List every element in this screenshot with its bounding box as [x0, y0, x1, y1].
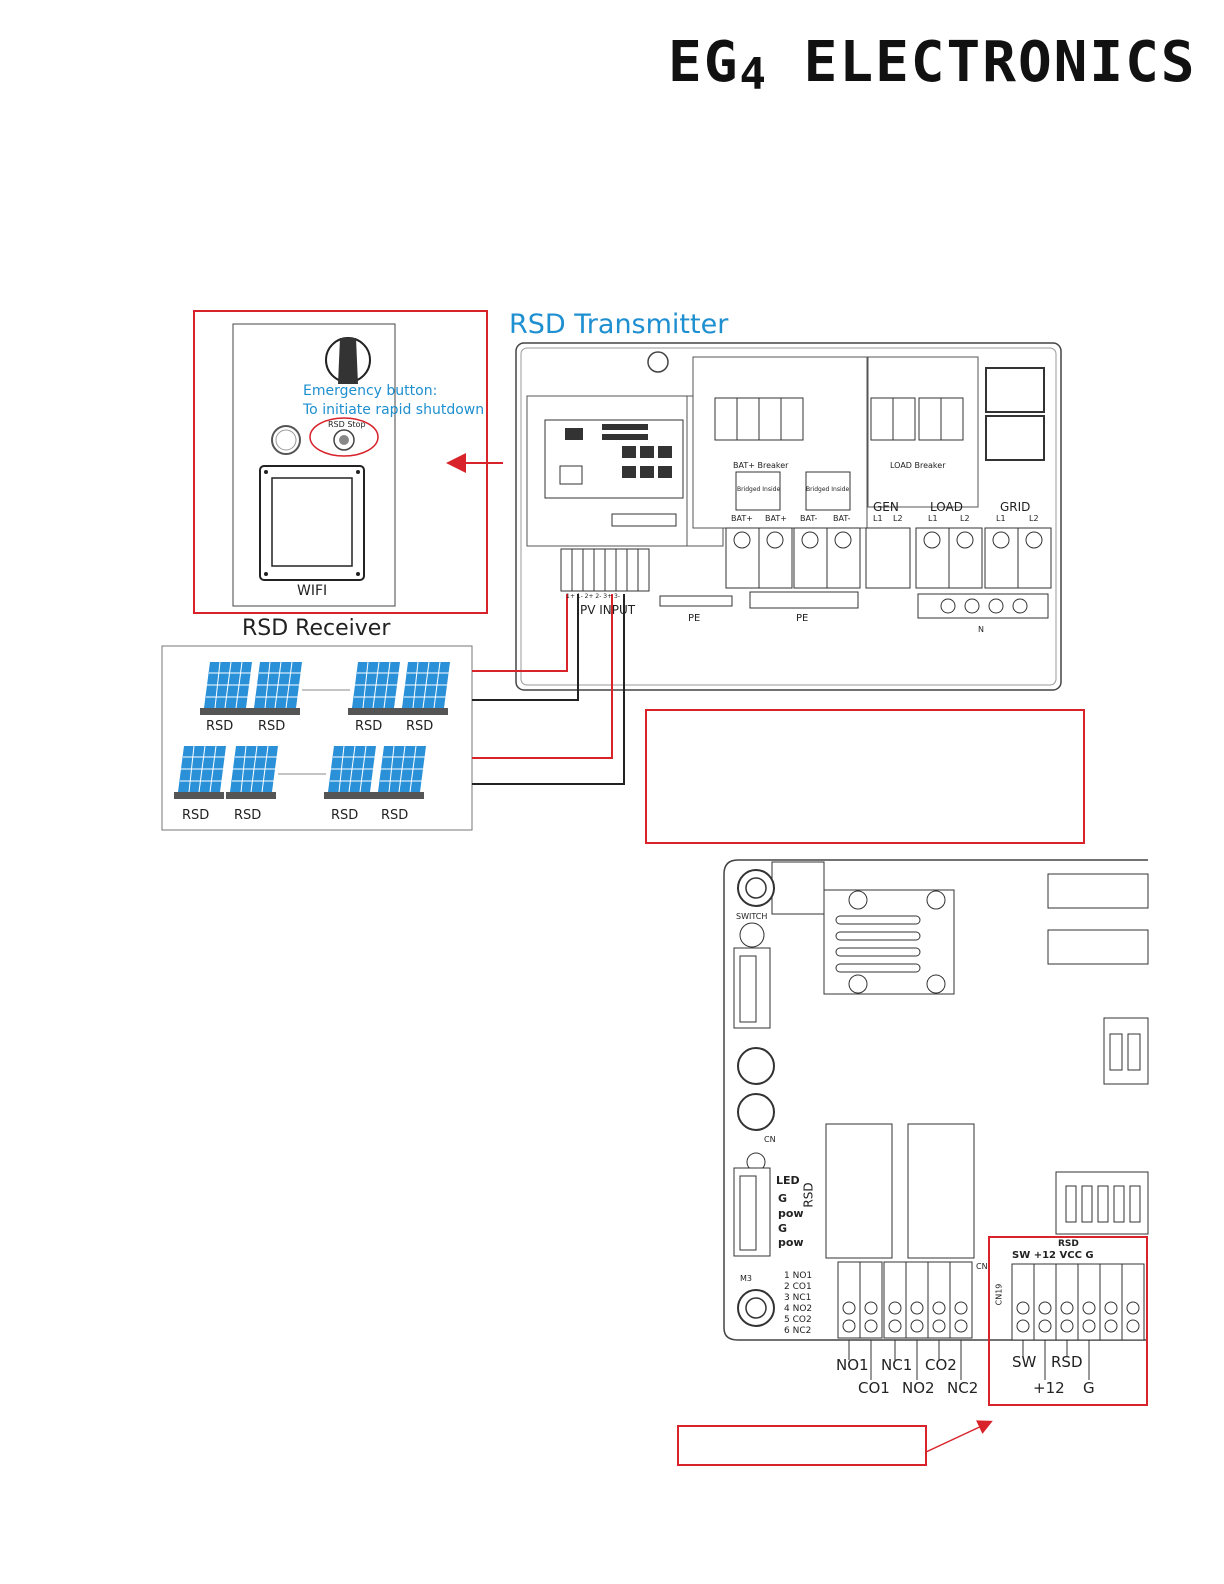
term-co1: CO1	[858, 1379, 890, 1397]
bat-term-4: BAT-	[833, 514, 851, 523]
cn-top-label: CN	[764, 1135, 776, 1144]
bat-term-3: BAT-	[800, 514, 818, 523]
term-plus12: +12	[1033, 1379, 1065, 1397]
rsd-receiver-title: RSD Receiver	[242, 616, 391, 641]
panel-label-2: RSD	[258, 719, 286, 734]
rsd-stop-label: RSD Stop	[328, 420, 366, 429]
g-label-1: G	[778, 1192, 788, 1205]
logo-text-sub: 4	[739, 49, 768, 100]
bridged-inside-label-2: Bridged Inside	[806, 486, 850, 493]
bat-breaker-label: BAT+ Breaker	[733, 461, 789, 470]
emergency-line-2: To initiate rapid shutdown	[303, 402, 485, 418]
pin-list-4: 4 NO2	[784, 1304, 813, 1314]
pin-list-3: 3 NC1	[784, 1293, 812, 1303]
term-no1: NO1	[836, 1356, 869, 1374]
gen-l1-label: L1	[873, 514, 883, 523]
term-sw: SW	[1012, 1353, 1037, 1371]
rsd-terminal-highlight	[988, 1236, 1148, 1406]
load-l1-label: L1	[928, 514, 938, 523]
term-co2: CO2	[925, 1356, 957, 1374]
emergency-line-1: Emergency button:	[303, 383, 438, 399]
pin-list-2: 2 CO1	[784, 1282, 812, 1292]
gen-l2-label: L2	[893, 514, 903, 523]
pin-list-6: 6 NC2	[784, 1326, 812, 1336]
pv-pin-labels: 1+ 1- 2+ 2- 3+ 3-	[566, 593, 621, 600]
bat-term-2: BAT+	[765, 514, 787, 523]
led-label: LED	[776, 1174, 800, 1187]
grid-label: GRID	[1000, 500, 1031, 514]
pe-label-2: PE	[796, 613, 809, 624]
rsd-terminal-callout-box	[677, 1425, 927, 1466]
rsd-pin-labels: SW +12 VCC G	[1012, 1250, 1094, 1261]
load-label: LOAD	[930, 500, 963, 514]
panel-label-5: RSD	[182, 808, 210, 823]
brand-logo: EG4 ELECTRONICS	[668, 30, 1197, 100]
bat-term-1: BAT+	[731, 514, 753, 523]
term-no2: NO2	[902, 1379, 935, 1397]
term-nc1: NC1	[881, 1356, 913, 1374]
term-g: G	[1083, 1379, 1095, 1397]
wifi-label: WIFI	[297, 583, 328, 599]
panel-label-7: RSD	[331, 808, 359, 823]
grid-l2-label: L2	[1029, 514, 1039, 523]
gen-label: GEN	[873, 500, 899, 514]
logo-text-tail: ELECTRONICS	[767, 30, 1197, 95]
pow-label-2: pow	[778, 1236, 804, 1249]
switch-label: SWITCH	[736, 912, 768, 921]
logo-text-main: EG	[668, 30, 740, 95]
rsd-vertical-label: RSD	[801, 1182, 816, 1208]
rsd-transmitter-title: RSD Transmitter	[509, 309, 729, 340]
empty-callout-box	[645, 709, 1085, 844]
panel-label-6: RSD	[234, 808, 262, 823]
cn-mid-label: CN	[976, 1262, 988, 1271]
term-rsd: RSD	[1051, 1353, 1083, 1371]
pe-label-1: PE	[688, 613, 701, 624]
emergency-inset-highlight	[193, 310, 488, 614]
grid-l1-label: L1	[996, 514, 1006, 523]
term-nc2: NC2	[947, 1379, 979, 1397]
load-l2-label: L2	[960, 514, 970, 523]
bridged-inside-label-1: Bridged Inside	[737, 486, 781, 493]
panel-label-3: RSD	[355, 719, 383, 734]
pin-list-5: 5 CO2	[784, 1315, 812, 1325]
pow-label-1: pow	[778, 1207, 804, 1220]
panel-label-1: RSD	[206, 719, 234, 734]
panel-label-4: RSD	[406, 719, 434, 734]
pin-list-1: 1 NO1	[784, 1271, 813, 1281]
n-label: N	[978, 625, 984, 634]
g-label-2: G	[778, 1222, 788, 1235]
cn19-label: CN19	[994, 1283, 1004, 1306]
m3-label: M3	[740, 1274, 752, 1283]
load-breaker-label: LOAD Breaker	[890, 461, 946, 470]
rsd-header-label: RSD	[1058, 1239, 1079, 1249]
pv-input-label: PV INPUT	[580, 603, 636, 617]
panel-label-8: RSD	[381, 808, 409, 823]
